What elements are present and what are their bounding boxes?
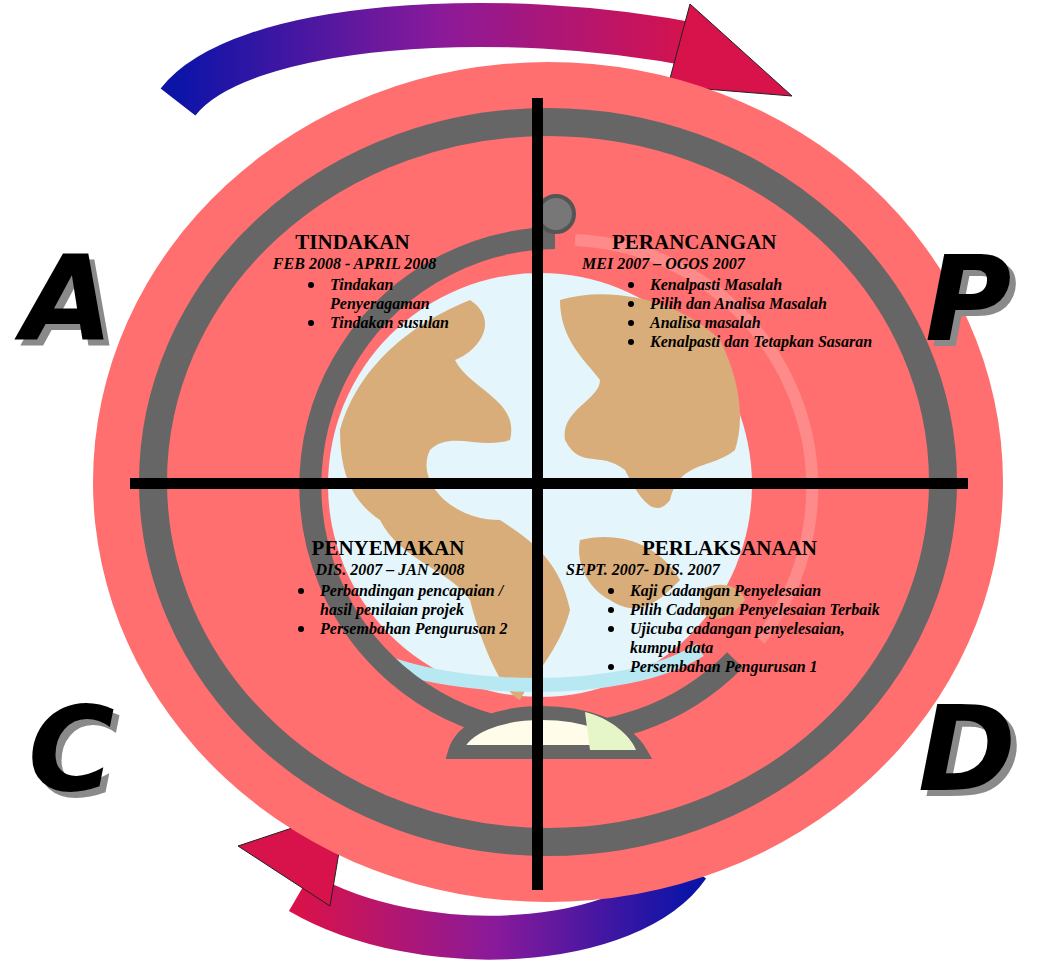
bullet-dot [628,339,634,345]
cycle-letter: C [28,690,115,808]
quadrant-divider [532,98,543,890]
globe-stand [585,712,636,750]
cycle-disc [93,62,1003,902]
bullet-dot [298,588,304,594]
phase-quadrant: PERLAKSANAANSEPT. 2007- DIS. 2007Kaji Ca… [562,536,897,676]
bullet-dot [608,607,614,613]
bullet-dot [628,282,634,288]
phase-dates: SEPT. 2007- DIS. 2007 [562,560,897,579]
step-item: Perbandingan pencapaian / hasil penilaia… [248,581,528,619]
phase-dates: MEI 2007 – OGOS 2007 [578,254,908,273]
phase-title: PENYEMAKAN [248,536,528,560]
globe-knob [538,196,574,232]
step-item: Tindakan susulan [240,313,465,332]
globe-stand [455,713,640,752]
phase-dates: FEB 2008 - APRIL 2008 [240,254,465,273]
phase-title: PERLAKSANAAN [562,536,897,560]
bullet-dot [628,320,634,326]
phase-quadrant: PENYEMAKANDIS. 2007 – JAN 2008Perbanding… [248,536,528,638]
bullet-dot [308,320,314,326]
quadrant-divider [130,478,968,489]
phase-quadrant: PERANCANGANMEI 2007 – OGOS 2007Kenalpast… [578,230,908,351]
bullet-dot [298,626,304,632]
cycle-letter: D [918,690,1016,808]
bullet-dot [608,664,614,670]
cycle-letter: P [925,240,1011,358]
bullet-dot [608,626,614,632]
step-item: Tindakan Penyeragaman [240,275,465,313]
step-item: Ujicuba cadangan penyelesaian, kumpul da… [562,619,897,657]
bullet-dot [628,301,634,307]
phase-title: PERANCANGAN [578,230,908,254]
phase-quadrant: TINDAKANFEB 2008 - APRIL 2008Tindakan Pe… [240,230,465,332]
bullet-dot [308,282,314,288]
cycle-letter: A [22,240,113,358]
phase-title: TINDAKAN [240,230,465,254]
bullet-dot [608,588,614,594]
step-item: Persembahan Pengurusan 2 [248,619,528,638]
phase-dates: DIS. 2007 – JAN 2008 [248,560,528,579]
